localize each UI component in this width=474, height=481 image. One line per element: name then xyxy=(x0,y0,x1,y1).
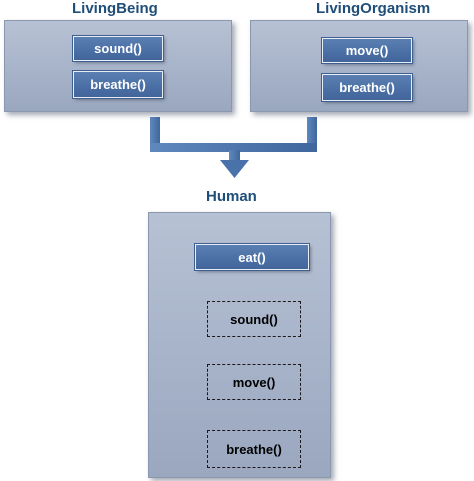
human-method-eat: eat() xyxy=(194,243,310,271)
connector-stem xyxy=(229,150,240,162)
human-title: Human xyxy=(206,188,257,205)
living-being-method-breathe: breathe() xyxy=(72,70,164,99)
living-organism-method-breathe: breathe() xyxy=(321,73,413,102)
human-inherited-breathe: breathe() xyxy=(207,430,301,468)
living-being-class-box: sound() breathe() xyxy=(4,20,232,112)
connector-drop-right xyxy=(307,117,317,145)
living-organism-class-box: move() breathe() xyxy=(250,20,468,112)
connector-bar xyxy=(150,143,317,152)
human-inherited-move: move() xyxy=(207,364,301,400)
connector-drop-left xyxy=(150,117,160,145)
living-organism-method-move: move() xyxy=(321,37,413,64)
connector-arrowhead xyxy=(220,160,249,178)
human-class-box: eat() sound() move() breathe() xyxy=(148,212,331,478)
human-inherited-sound: sound() xyxy=(207,301,301,337)
living-being-title: LivingBeing xyxy=(72,0,158,17)
living-being-method-sound: sound() xyxy=(72,35,164,62)
living-organism-title: LivingOrganism xyxy=(316,0,431,17)
